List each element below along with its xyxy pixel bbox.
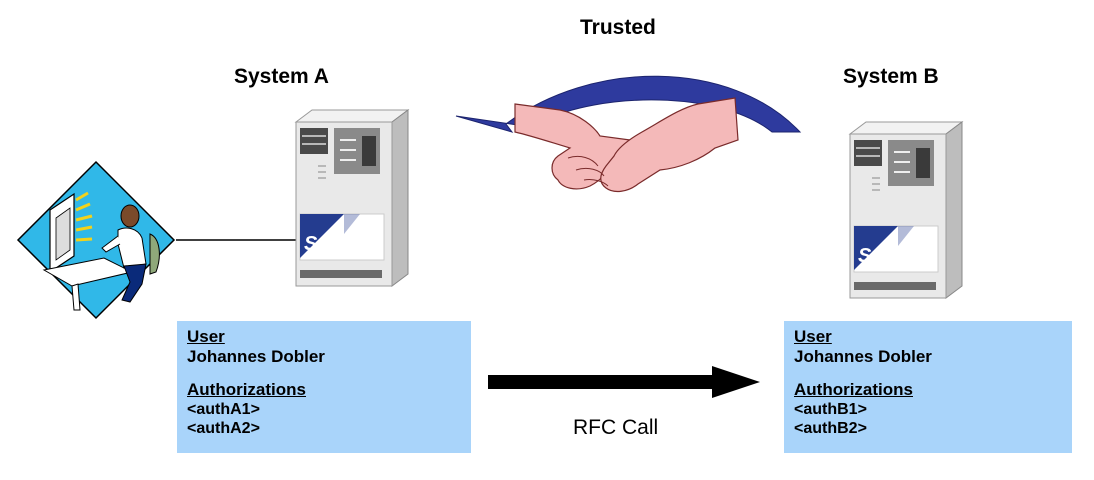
system-b-info-box: User Johannes Dobler Authorizations <aut… — [784, 321, 1072, 453]
system-b-label: System B — [843, 65, 939, 88]
system-a-user-heading: User — [187, 327, 225, 346]
system-b-user-name: Johannes Dobler — [794, 347, 932, 366]
system-b-auth-heading: Authorizations — [794, 380, 913, 399]
system-b-auth-item: <authB2> — [794, 420, 867, 437]
system-a-label: System A — [234, 65, 329, 88]
handshake-icon — [514, 97, 739, 193]
trusted-label: Trusted — [580, 16, 656, 39]
rfc-call-label: RFC Call — [573, 416, 659, 439]
system-a-info-box: User Johannes Dobler Authorizations <aut… — [177, 321, 471, 453]
system-a-user-name: Johannes Dobler — [187, 347, 325, 366]
system-a-auth-heading: Authorizations — [187, 380, 306, 399]
system-b-user-heading: User — [794, 327, 832, 346]
server-b-icon: SAP — [848, 121, 964, 299]
server-a-icon: SAP — [294, 109, 410, 287]
system-a-auth-item: <authA2> — [187, 420, 260, 437]
user-workstation-icon — [16, 160, 176, 320]
sap-logo-b: SAP — [858, 245, 900, 267]
sap-logo-a: SAP — [304, 233, 346, 255]
system-a-auth-item: <authA1> — [187, 401, 260, 418]
system-b-auth-item: <authB1> — [794, 401, 867, 418]
